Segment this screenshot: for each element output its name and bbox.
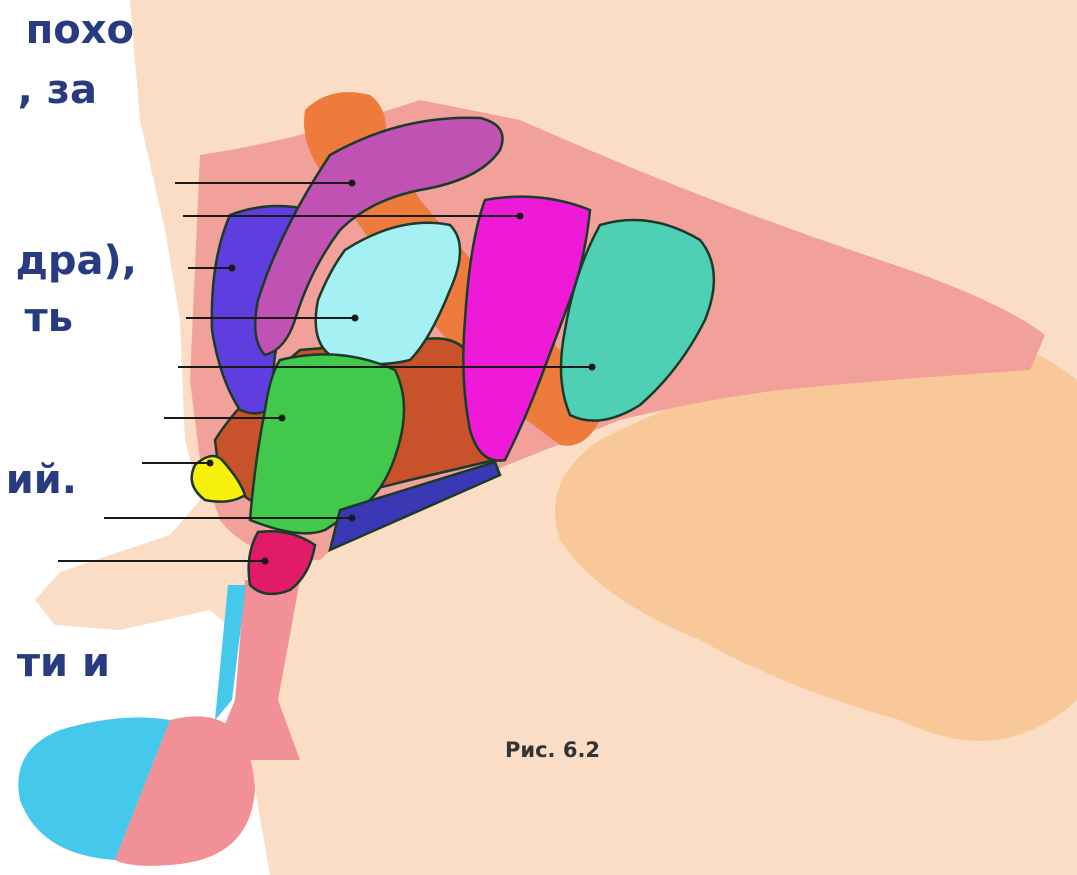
figure-caption: Рис. 6.2 <box>505 738 600 762</box>
slide-text-line-2: , за <box>18 70 97 110</box>
label-dot-crimson <box>262 558 269 565</box>
slide-text-line-5: ий. <box>6 460 77 500</box>
slide-text-line-1: похо <box>26 10 134 50</box>
label-dot-navy <box>349 515 356 522</box>
label-dot-blue <box>229 265 236 272</box>
slide-text-line-6: ти и <box>17 643 110 683</box>
label-dot-light-cyan <box>352 315 359 322</box>
label-dot-green <box>279 415 286 422</box>
label-dot-purple <box>349 180 356 187</box>
slide-text-line-4: ть <box>25 298 73 338</box>
label-dot-magenta <box>517 213 524 220</box>
slide-text-line-3: дра), <box>16 241 137 281</box>
label-dot-teal <box>589 364 596 371</box>
label-dot-yellow <box>207 460 214 467</box>
